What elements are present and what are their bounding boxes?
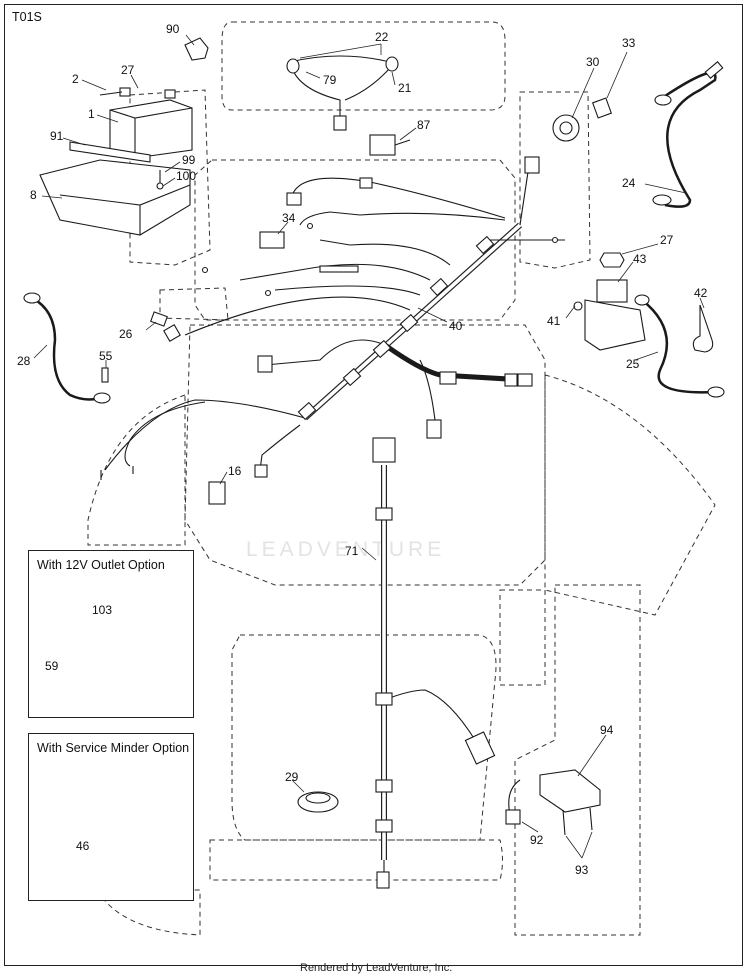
harness-branch-e [239,263,431,281]
callout-30: 30 [586,55,600,69]
callout-103: 103 [92,603,113,617]
callout-91: 91 [50,129,64,143]
callout-27a: 27 [121,63,135,77]
bracket-outline [159,287,229,321]
watermark: LEADVENTURE [246,538,446,561]
right-panel-outline [519,91,591,269]
callout-71: 71 [345,544,359,558]
harness-branch-26 [184,296,411,336]
callout-99: 99 [182,153,196,167]
callout-94: 94 [600,723,614,737]
diagram-code: T01S [12,10,42,24]
callout-43: 43 [633,252,647,266]
connector-16 [208,481,226,505]
callout-29: 29 [285,770,299,784]
key-switch-30 [552,114,580,142]
harness-branch-i [259,424,301,471]
dash-outline [184,324,546,586]
callout-55: 55 [99,349,113,363]
battery-tray-outline [129,89,211,266]
cable-28 [31,296,101,401]
callout-1: 1 [88,107,95,121]
relay-87 [369,134,396,156]
callout-42: 42 [694,286,708,300]
part-29 [297,791,339,813]
callout-33: 33 [622,36,636,50]
harness-branch-f [274,285,421,296]
callout-24: 24 [622,176,636,190]
connector-71-top [372,437,396,463]
callout-34: 34 [282,211,296,225]
rear-outline [209,839,503,881]
callout-26: 26 [119,327,133,341]
boot-42 [692,304,714,353]
callout-28: 28 [17,354,31,368]
harness-branch-d [319,239,451,266]
footer-credit: Rendered by LeadVenture, Inc. [300,962,453,974]
harness-branch-b [299,211,506,226]
inset-12v-outlet-title: With 12V Outlet Option [37,558,165,572]
hood-outline [221,21,506,111]
callout-41: 41 [547,314,561,328]
callout-40: 40 [449,319,463,333]
inset-service-minder: With Service Minder Option [28,733,194,901]
solenoid-43 [596,279,628,303]
harness-branch-top [519,171,529,226]
inset-service-minder-title: With Service Minder Option [37,741,190,755]
harness-branch-a [291,177,506,219]
battery-tray-8 [39,159,191,236]
callout-8: 8 [30,188,37,202]
harness-branch-left2 [124,401,206,467]
harness-71-branch [383,689,476,741]
callout-2: 2 [72,72,79,86]
callout-22: 22 [375,30,389,44]
callout-87: 87 [417,118,431,132]
callout-100: 100 [176,169,197,183]
fender-left-outline [87,394,186,546]
callout-93: 93 [575,863,589,877]
frame-outline-upper [194,159,516,321]
pedal-outline [499,589,546,686]
callout-46: 46 [76,839,90,853]
callout-90: 90 [166,22,180,36]
callout-92: 92 [530,833,544,847]
part-94 [539,769,601,813]
callout-59: 59 [45,659,59,673]
harness-branch-left1 [104,399,306,471]
cable-24 [664,71,717,208]
callout-27b: 27 [660,233,674,247]
diagram-frame [4,4,743,966]
lamp-harness [289,55,391,118]
switch-34 [259,231,285,249]
part-90 [184,37,209,61]
cable-25 [641,299,716,394]
fender-right-outline [544,374,716,616]
battery-1 [109,99,193,159]
inset-12v-outlet: With 12V Outlet Option [28,550,194,718]
harness-branch-h [419,359,436,421]
callout-21: 21 [398,81,412,95]
callout-16: 16 [228,464,242,478]
harness-branch-g [264,339,386,366]
callout-79: 79 [323,73,337,87]
rear-right-outline [514,584,641,936]
seat-area-outline [231,634,497,841]
callout-25: 25 [626,357,640,371]
